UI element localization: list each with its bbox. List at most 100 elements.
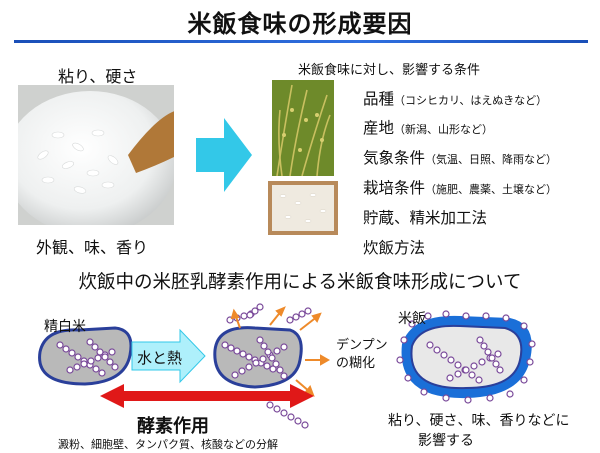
starch-dot — [502, 314, 510, 322]
cooked-rice-photo — [18, 85, 174, 225]
condition-label: 栽培条件 — [363, 179, 426, 197]
starch-dot — [280, 409, 288, 417]
starch-dot — [266, 401, 274, 409]
starch-dot — [245, 363, 253, 371]
starch-dot — [286, 316, 294, 324]
condition-label: 品種 — [363, 90, 395, 108]
swelling-rice-grain — [213, 326, 303, 389]
starch-dot — [424, 312, 432, 320]
starch-dot — [268, 354, 276, 362]
starch-dot — [478, 358, 486, 366]
cyan-arrow-right — [196, 118, 252, 192]
starch-dot — [482, 312, 490, 320]
polished-rice-label: 精白米 — [44, 319, 86, 335]
starch-dot — [68, 349, 76, 357]
starch-dot — [87, 357, 95, 365]
starch-dot — [404, 374, 412, 382]
starch-dot — [98, 369, 106, 377]
starch-dot — [263, 362, 271, 370]
condition-detail: （施肥、農薬、土壌など） — [425, 183, 558, 196]
starch-dot — [446, 374, 454, 382]
starch-dot — [238, 367, 246, 375]
starch-dot — [273, 405, 281, 413]
starch-dot — [484, 348, 492, 356]
starch-dot — [494, 350, 502, 358]
enzyme-targets-label: 澱粉、細胞壁、タンパク質、核酸などの分解 — [58, 438, 278, 451]
starch-dot — [447, 356, 455, 364]
polished-rice-grain — [38, 326, 133, 386]
starch-dot — [62, 345, 70, 353]
starch-dot — [400, 336, 408, 344]
starch-dot — [475, 376, 483, 384]
enzyme-action-label: 酵素作用 — [137, 416, 209, 437]
condition-label: 気象条件 — [363, 149, 426, 167]
starch-dot — [233, 347, 241, 355]
starch-dot — [94, 354, 102, 362]
starch-molecules — [221, 303, 312, 429]
starch-dot — [420, 388, 428, 396]
starch-dot — [260, 342, 268, 350]
orange-arrows — [230, 306, 331, 397]
starch-dot — [396, 356, 404, 364]
starch-dot — [294, 417, 302, 425]
starch-dot — [520, 376, 528, 384]
starch-dot — [221, 341, 229, 349]
starch-dot — [442, 310, 450, 318]
condition-origin: 産地（新潟、山形など） — [363, 116, 493, 138]
condition-cooking: 炊飯方法 — [363, 236, 425, 258]
starch-dot — [264, 348, 272, 356]
starch-dot — [259, 355, 267, 363]
starch-dot — [440, 351, 448, 359]
starch-dot — [272, 360, 280, 368]
condition-detail: （新潟、山形など） — [394, 123, 494, 136]
starch-dot — [239, 350, 247, 358]
starch-dot — [231, 371, 239, 379]
starch-dot — [227, 344, 235, 352]
starch-dot — [276, 366, 284, 374]
page-title: 米飯食味の形成要因 — [187, 10, 413, 38]
starch-dot — [462, 312, 470, 320]
condition-detail: （コシヒカリ、はえぬきなど） — [394, 94, 548, 107]
starch-dot — [470, 362, 478, 370]
starch-dot — [91, 343, 99, 351]
starch-dot — [520, 322, 528, 330]
starch-dot — [526, 358, 534, 366]
condition-label: 産地 — [363, 119, 395, 137]
starch-dot — [256, 336, 264, 344]
starch-dot — [454, 370, 462, 378]
starch-dot — [464, 396, 472, 404]
condition-cultivation: 栽培条件（施肥、農薬、土壌など） — [363, 176, 557, 198]
gelatinization-label-2: の糊化 — [336, 356, 376, 371]
starch-dot — [101, 353, 109, 361]
enzyme-double-arrow — [100, 384, 314, 408]
starch-dot — [92, 365, 100, 373]
condition-label: 貯蔵、精米加工法 — [363, 209, 488, 227]
texture-label: 粘り、硬さ — [58, 67, 138, 86]
starch-molecules — [396, 310, 536, 404]
starch-dot — [301, 421, 309, 429]
starch-dot — [476, 336, 484, 344]
starch-dot — [86, 338, 94, 346]
starch-dot — [492, 360, 500, 368]
starch-dot — [287, 413, 295, 421]
starch-dot — [96, 348, 104, 356]
process-diagram — [38, 303, 536, 429]
appearance-label: 外観、味、香り — [36, 238, 149, 257]
rice-grains — [37, 129, 119, 194]
condition-label: 炊飯方法 — [363, 239, 426, 257]
starch-dot — [73, 363, 81, 371]
polished-rice-photo — [268, 181, 338, 235]
starch-dot — [480, 342, 488, 350]
starch-dot — [269, 365, 277, 373]
condition-variety: 品種（コシヒカリ、はえぬきなど） — [363, 87, 547, 109]
starch-dot — [408, 320, 416, 328]
cooked-rice-label: 米飯 — [398, 311, 426, 327]
cooked-rice-inner — [410, 324, 523, 390]
starch-dot — [240, 312, 248, 320]
water-heat-arrow — [131, 328, 206, 384]
starch-dot — [442, 394, 450, 402]
rice-plant-photo — [272, 80, 334, 176]
starch-dot — [528, 340, 536, 348]
condition-storage: 貯蔵、精米加工法 — [363, 206, 487, 228]
starch-dot — [273, 347, 281, 355]
